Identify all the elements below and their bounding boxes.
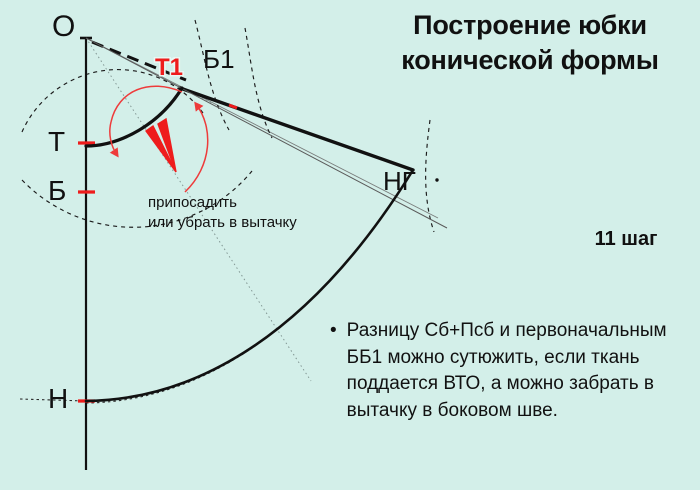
arc-radius-ng — [425, 119, 435, 233]
point-label-T1: T1 — [155, 54, 184, 81]
page-title: Построение юбки конической формы — [368, 8, 692, 78]
point-label-H: Н — [48, 383, 69, 414]
bullet-text: Разницу Сб+Псб и первоначальным ББ1 можн… — [346, 320, 667, 421]
bullet-list: • Разницу Сб+Псб и первоначальным ББ1 мо… — [328, 318, 690, 424]
diagram-annotation-note: припосадить или убрать в вытачку — [148, 194, 297, 231]
hem-curve — [84, 168, 415, 403]
arc-hip-guide — [21, 170, 253, 228]
point-label-B: Б — [48, 175, 67, 206]
rotation-arc-arrow — [109, 85, 183, 158]
page-title-line1: Построение юбки — [413, 10, 647, 40]
arc-radius-b1-outer — [244, 27, 273, 139]
dot-ng-right — [435, 178, 439, 182]
tick-B1-seam — [228, 103, 238, 110]
ray-center-dotted — [85, 37, 312, 382]
red-annotations — [109, 85, 209, 193]
arc-radius-b1 — [194, 19, 230, 131]
step-badge: 11 шаг — [594, 228, 658, 250]
guide-arcs — [21, 19, 435, 233]
ray-to-lower-right — [85, 37, 439, 219]
page-title-line2: конической формы — [401, 45, 659, 76]
seam-reference-line — [85, 37, 448, 229]
point-label-T: Т — [48, 126, 66, 157]
bullet-marker-icon: • — [330, 320, 337, 341]
side-seam-upper — [178, 86, 415, 172]
dart-wedge-left — [145, 124, 177, 173]
dashed-top-segment — [91, 40, 187, 82]
point-label-O: О — [52, 10, 76, 43]
point-label-B1: Б1 — [203, 44, 235, 74]
waist-curve — [84, 86, 184, 148]
note-pointer-arrow — [184, 101, 209, 193]
dart-wedge-right — [157, 117, 177, 173]
point-label-NG: НГ — [383, 166, 416, 196]
construction-rays — [85, 37, 439, 382]
ray-to-b1 — [85, 37, 215, 105]
hem-guide-extension — [19, 398, 87, 402]
